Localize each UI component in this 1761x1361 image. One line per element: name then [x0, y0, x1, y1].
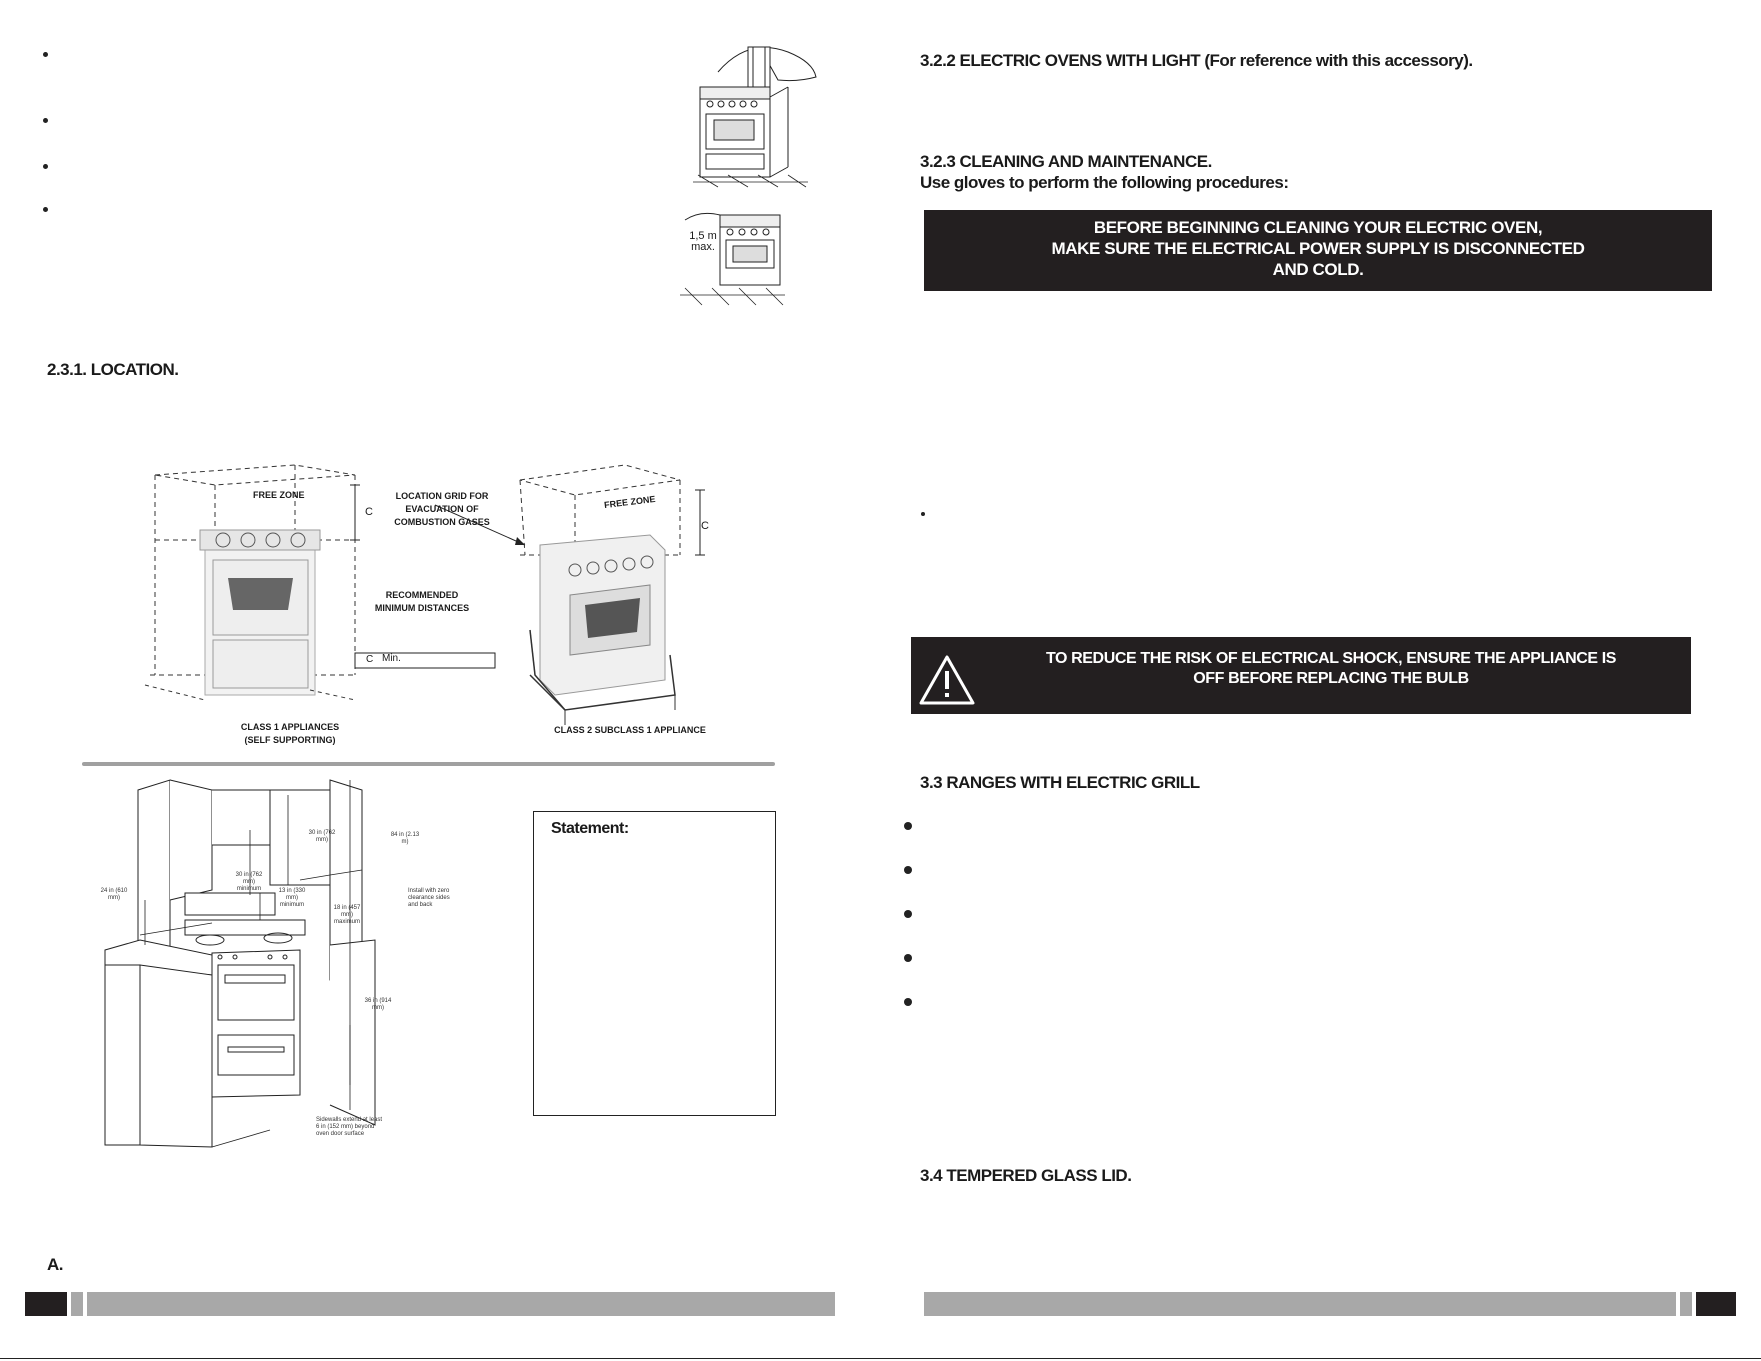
warning-triangle-icon [919, 655, 975, 705]
section-heading-33: 3.3 RANGES WITH ELECTRIC GRILL [920, 773, 1200, 792]
cleaning-warning-line1: BEFORE BEGINNING CLEANING YOUR ELECTRIC … [1093, 218, 1543, 237]
bullet-point [43, 207, 48, 212]
bullet-point [904, 822, 912, 830]
location-clearance-diagram [144, 464, 705, 725]
dim-30-min: 30 in (762 mm) minimum [235, 872, 263, 892]
range-hood-illustration [693, 46, 817, 188]
section-divider [82, 762, 775, 766]
section-heading-location: 2.3.1. LOCATION. [47, 360, 179, 379]
install-note: Install with zero clearance sides and ba… [408, 888, 450, 908]
legend-c-label: C [366, 654, 374, 665]
bullet-point [904, 954, 912, 962]
sidewalls-note: Sidewalls extend at least 6 in (152 mm) … [316, 1117, 383, 1137]
c-label-left: C [365, 506, 373, 518]
free-zone-left-label: FREE ZONE [253, 490, 305, 500]
dim-30-top: 30 in (762 mm) [308, 830, 336, 843]
statement-title: Statement: [551, 820, 629, 837]
dim-18: 18 in (457 mm) maximum [333, 905, 361, 925]
bullet-point [921, 512, 925, 516]
kitchen-installation-diagram [104, 779, 376, 1148]
c-label-right: C [701, 520, 709, 532]
cleaning-warning-line2: MAKE SURE THE ELECTRICAL POWER SUPPLY IS… [1051, 239, 1585, 258]
page-bottom-rule [0, 1358, 1761, 1359]
bullet-point [904, 866, 912, 874]
section-heading-34: 3.4 TEMPERED GLASS LID. [920, 1166, 1132, 1185]
footer-bar-right [924, 1292, 1676, 1316]
location-grid-label: LOCATION GRID FOR EVACUATION OF COMBUSTI… [394, 491, 490, 527]
section-heading-322: 3.2.2 ELECTRIC OVENS WITH LIGHT (For ref… [920, 51, 1473, 70]
dim-13: 13 in (330 mm) minimum [278, 888, 306, 908]
bullet-point [43, 118, 48, 123]
footer-bar-left [87, 1292, 835, 1316]
section-heading-323: 3.2.3 CLEANING AND MAINTENANCE. [920, 152, 1212, 171]
footer-bar-left-small [71, 1292, 83, 1316]
section-letter: A. [47, 1255, 64, 1274]
max-length-label: 1,5 m max. [689, 230, 717, 253]
bullet-point [904, 998, 912, 1006]
dim-84: 84 in (2.13 m) [390, 832, 420, 845]
range-connection-illustration [680, 212, 785, 306]
bullet-point [43, 164, 48, 169]
shock-warning-banner: TO REDUCE THE RISK OF ELECTRICAL SHOCK, … [911, 637, 1691, 714]
shock-warning-line2: OFF BEFORE REPLACING THE BULB [1193, 670, 1469, 687]
bullet-point [904, 910, 912, 918]
cleaning-warning-line3: AND COLD. [1272, 260, 1364, 279]
page-number-block-right [1696, 1292, 1736, 1316]
statement-box: Statement: [533, 811, 776, 1116]
dim-24: 24 in (610 mm) [100, 888, 128, 901]
page-number-block-left [25, 1292, 67, 1316]
legend-min-label: Min. [382, 653, 401, 664]
class2-caption: CLASS 2 SUBCLASS 1 APPLIANCE [554, 725, 706, 735]
bullet-point [43, 52, 48, 57]
cleaning-warning-banner: BEFORE BEGINNING CLEANING YOUR ELECTRIC … [924, 210, 1712, 291]
shock-warning-line1: TO REDUCE THE RISK OF ELECTRICAL SHOCK, … [1045, 650, 1617, 667]
footer-bar-right-small [1680, 1292, 1692, 1316]
gloves-subheading: Use gloves to perform the following proc… [920, 173, 1289, 192]
recommended-distances-label: RECOMMENDED MINIMUM DISTANCES [374, 590, 470, 613]
dim-36: 36 in (914 mm) [364, 998, 392, 1011]
class1-caption: CLASS 1 APPLIANCES (SELF SUPPORTING) [240, 722, 340, 745]
